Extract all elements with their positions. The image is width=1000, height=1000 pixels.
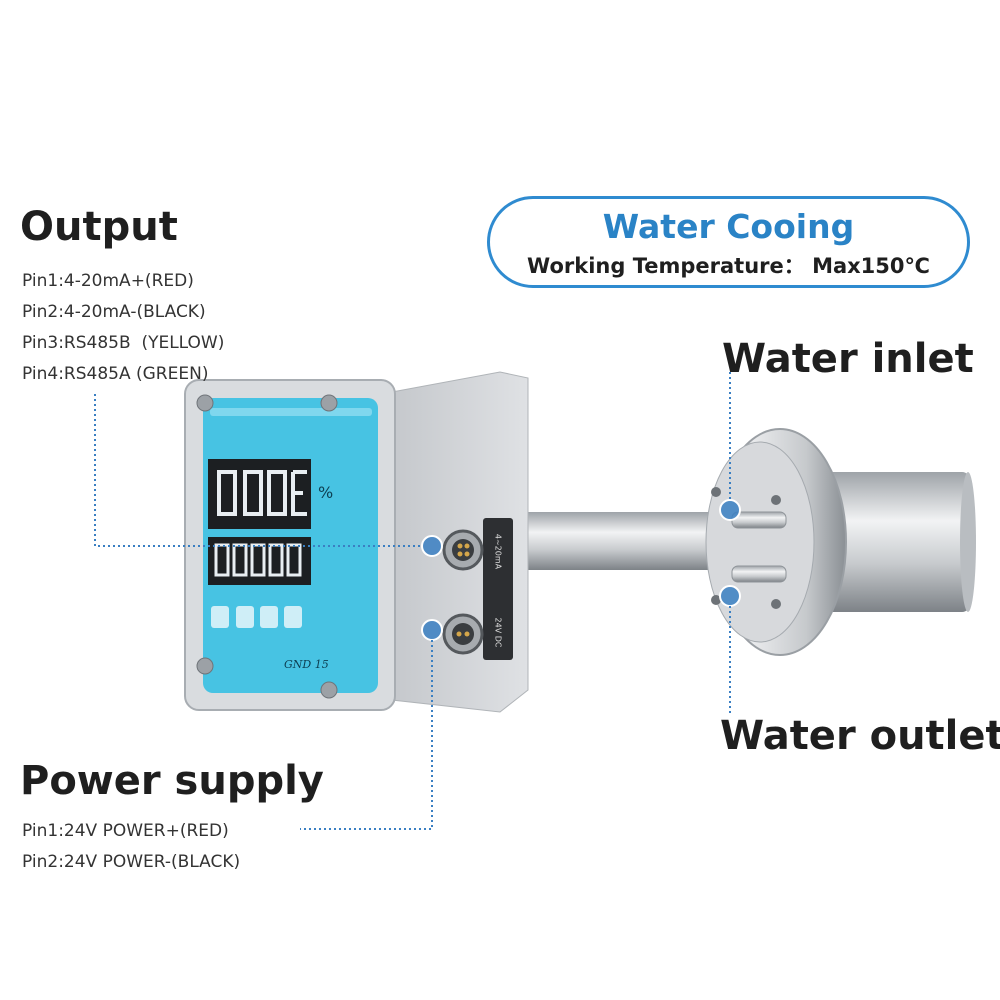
output-pin-2: Pin2:4-20mA-(BLACK)	[22, 302, 206, 322]
water-outlet-label: Water outlet	[720, 713, 1000, 759]
flange-bolt	[771, 495, 781, 505]
side-label-power: 24V DC	[493, 617, 503, 648]
flange-bolt	[711, 595, 721, 605]
panel-button	[284, 606, 302, 628]
probe-cylinder	[820, 472, 970, 612]
water-cooling-badge: Water Cooing Working Temperature： Max150…	[487, 196, 970, 288]
working-temperature: Working Temperature： Max150℃	[527, 254, 930, 278]
power-pin-list: Pin1:24V POWER+(RED) Pin2:24V POWER-(BLA…	[22, 816, 240, 878]
panel-button	[211, 606, 229, 628]
leader-lines	[94, 372, 731, 830]
side-label-signal: 4~20mA	[493, 533, 503, 570]
water-inlet-nipple	[731, 511, 787, 529]
callout-markers	[421, 499, 741, 641]
flange-bolt	[711, 487, 721, 497]
output-pin-list: Pin1:4-20mA+(RED) Pin2:4-20mA-(BLACK) Pi…	[22, 266, 224, 390]
probe-tube	[505, 512, 720, 570]
screw	[196, 657, 214, 675]
power-pin-2: Pin2:24V POWER-(BLACK)	[22, 852, 241, 872]
screw	[320, 681, 338, 699]
water-outlet-nipple	[731, 565, 787, 583]
model-label: GND 15	[284, 658, 329, 671]
panel-button	[260, 606, 278, 628]
flange-bolt	[771, 599, 781, 609]
water-cooling-title: Water Cooing	[602, 207, 855, 246]
output-title: Output	[20, 204, 178, 250]
output-pin-1: Pin1:4-20mA+(RED)	[22, 271, 194, 291]
water-inlet-label: Water inlet	[722, 336, 974, 382]
power-supply-title: Power supply	[20, 758, 324, 804]
screw	[196, 394, 214, 412]
housing-side-label-strip	[483, 518, 513, 660]
power-pin-1: Pin1:24V POWER+(RED)	[22, 821, 229, 841]
output-pin-3: Pin3:RS485B (YELLOW)	[22, 333, 225, 353]
screw	[320, 394, 338, 412]
output-pin-4: Pin4:RS485A (GREEN)	[22, 364, 209, 384]
panel-button	[236, 606, 254, 628]
percent-symbol: %	[318, 483, 334, 502]
